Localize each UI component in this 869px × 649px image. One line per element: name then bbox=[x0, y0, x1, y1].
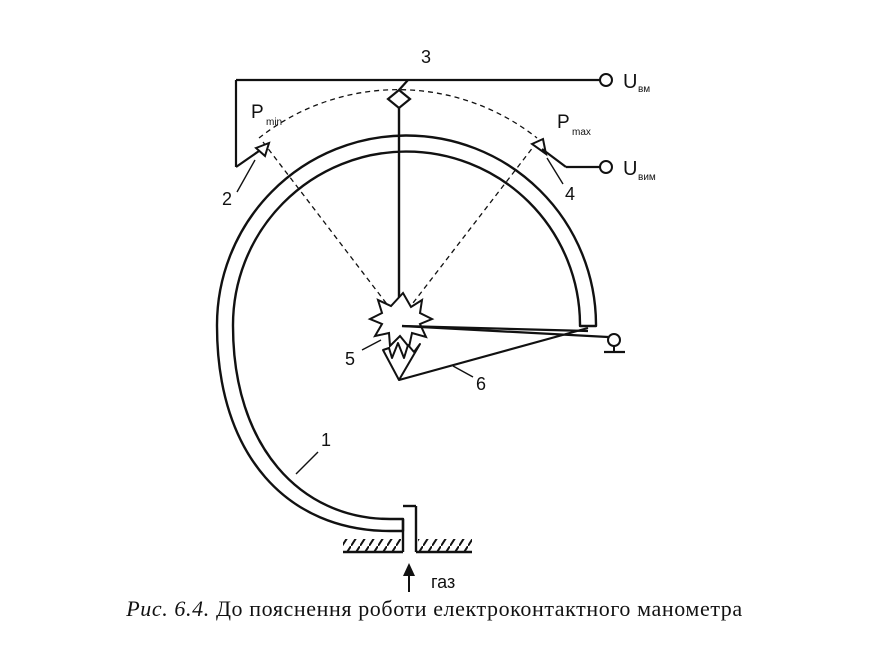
min-contact-wire-diagonal bbox=[235, 150, 260, 168]
lever-6 bbox=[398, 326, 589, 382]
leader-4 bbox=[546, 157, 564, 185]
u-vm-terminal bbox=[599, 73, 613, 87]
max-limit-dashed-line bbox=[402, 141, 538, 317]
label-2: 2 bbox=[222, 189, 232, 209]
label-u-vm-sub: вм bbox=[638, 84, 650, 95]
ground-hatch-right bbox=[418, 539, 472, 552]
label-4: 4 bbox=[565, 184, 575, 204]
label-6: 6 bbox=[476, 374, 486, 394]
figure-caption: Рис. 6.4. До пояснення роботи електрокон… bbox=[0, 596, 869, 622]
label-3: 3 bbox=[421, 47, 431, 67]
pivot-circle bbox=[607, 333, 621, 347]
label-p-max-sub: max bbox=[572, 127, 591, 138]
u-vim-terminal bbox=[599, 160, 613, 174]
label-p-min: P bbox=[251, 102, 264, 123]
pointer-lead-up bbox=[398, 79, 409, 91]
pointer-contact-3 bbox=[386, 88, 412, 110]
figure-number: Рис. 6.4. bbox=[126, 596, 210, 621]
ground-hatch-left bbox=[343, 539, 401, 552]
label-p-min-sub: min bbox=[266, 117, 282, 128]
label-5: 5 bbox=[345, 349, 355, 369]
gas-arrow-head bbox=[403, 563, 415, 576]
label-gas: газ bbox=[431, 572, 455, 592]
min-contact-2 bbox=[254, 141, 271, 158]
min-limit-dashed-line bbox=[262, 141, 397, 317]
figure-caption-text: До пояснення роботи електроконтактного м… bbox=[215, 596, 743, 621]
gear-sector bbox=[382, 342, 421, 381]
label-p-max: P bbox=[557, 112, 570, 133]
label-1: 1 bbox=[321, 430, 331, 450]
leader-2 bbox=[236, 159, 256, 193]
label-u-vim: U bbox=[623, 158, 637, 180]
pinion-gear-5 bbox=[367, 291, 435, 350]
bourdon-tube bbox=[215, 134, 598, 533]
label-u-vm: U bbox=[623, 71, 637, 93]
leader-5 bbox=[361, 339, 382, 351]
max-contact-wire-a bbox=[541, 148, 567, 168]
sector-link-rod bbox=[401, 324, 609, 339]
label-u-vim-sub: вим bbox=[638, 172, 656, 183]
leader-1 bbox=[295, 451, 319, 475]
leader-6 bbox=[452, 365, 474, 378]
